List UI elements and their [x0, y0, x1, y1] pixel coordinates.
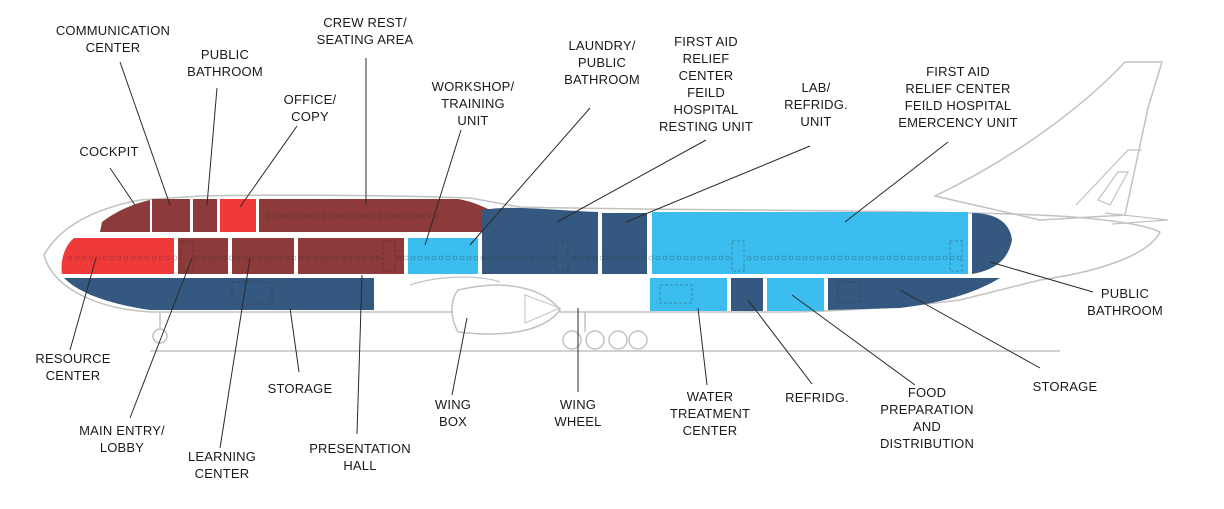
label-wing-box: WING BOX	[434, 397, 472, 429]
label-office-copy: OFFICE/ COPY	[283, 92, 337, 124]
label-lab: LAB/ REFRIDG. UNIT	[784, 80, 848, 129]
zone-presentation-hall	[298, 238, 404, 274]
leader-lines	[69, 58, 1094, 449]
nose-gear	[152, 312, 168, 344]
label-storage-right: STORAGE	[1032, 379, 1098, 394]
cabin-windows	[67, 213, 962, 261]
label-first-aid-emergency: FIRST AID RELIEF CENTER FEILD HOSPITAL E…	[898, 64, 1018, 130]
zone-storage-right	[828, 278, 1000, 310]
label-crew-rest: CREW REST/ SEATING AREA	[316, 15, 414, 47]
label-learning-center: LEARNING CENTER	[187, 449, 257, 481]
label-main-entry: MAIN ENTRY/ LOBBY	[79, 423, 165, 455]
zone-storage-left	[64, 278, 374, 310]
label-food-prep: FOOD PREPARATION AND DISTRIBUTION	[879, 385, 975, 451]
engine-nacelle	[451, 284, 561, 335]
zone-refridg	[731, 278, 763, 311]
label-wing-wheel: WING WHEEL	[554, 397, 602, 429]
zone-first-aid-emergency	[652, 212, 968, 274]
label-resource-center: RESOURCE CENTER	[35, 351, 111, 383]
zone-communication-center	[152, 199, 190, 232]
label-cockpit: COCKPIT	[79, 144, 139, 159]
zone-lab	[602, 213, 647, 274]
label-water-treatment: WATER TREATMENT CENTER	[669, 389, 751, 438]
zone-learning-center	[232, 238, 294, 274]
zone-resource-center	[61, 238, 174, 274]
label-public-bathroom-right: PUBLIC BATHROOM	[1087, 286, 1163, 318]
zone-public-bathroom-top	[193, 199, 217, 232]
zone-public-bathroom-right	[972, 213, 1012, 274]
label-refridg: REFRIDG.	[785, 390, 849, 405]
label-presentation-hall: PRESENTATION HALL	[309, 441, 411, 473]
label-workshop: WORKSHOP/ TRAINING UNIT	[431, 79, 515, 128]
label-storage-left: STORAGE	[267, 381, 333, 396]
label-first-aid-resting: FIRST AID RELIEF CENTER FEILD HOSPITAL R…	[658, 34, 754, 134]
zone-laundry	[482, 207, 598, 274]
label-laundry: LAUNDRY/ PUBLIC BATHROOM	[564, 38, 640, 87]
main-gear	[562, 312, 648, 350]
label-communication-center: COMMUNICATION CENTER	[55, 23, 171, 55]
tail-fin	[932, 61, 1164, 221]
fuselage-outline	[43, 194, 1162, 313]
zone-workshop	[408, 238, 478, 274]
label-public-bathroom-top: PUBLIC BATHROOM	[187, 47, 263, 79]
zone-food-prep	[767, 278, 824, 311]
zone-main-entry	[178, 238, 228, 274]
zone-cockpit	[100, 200, 150, 232]
zone-water-treatment	[650, 278, 727, 311]
zone-office-copy	[220, 199, 256, 232]
zone-crew-rest	[259, 199, 490, 232]
